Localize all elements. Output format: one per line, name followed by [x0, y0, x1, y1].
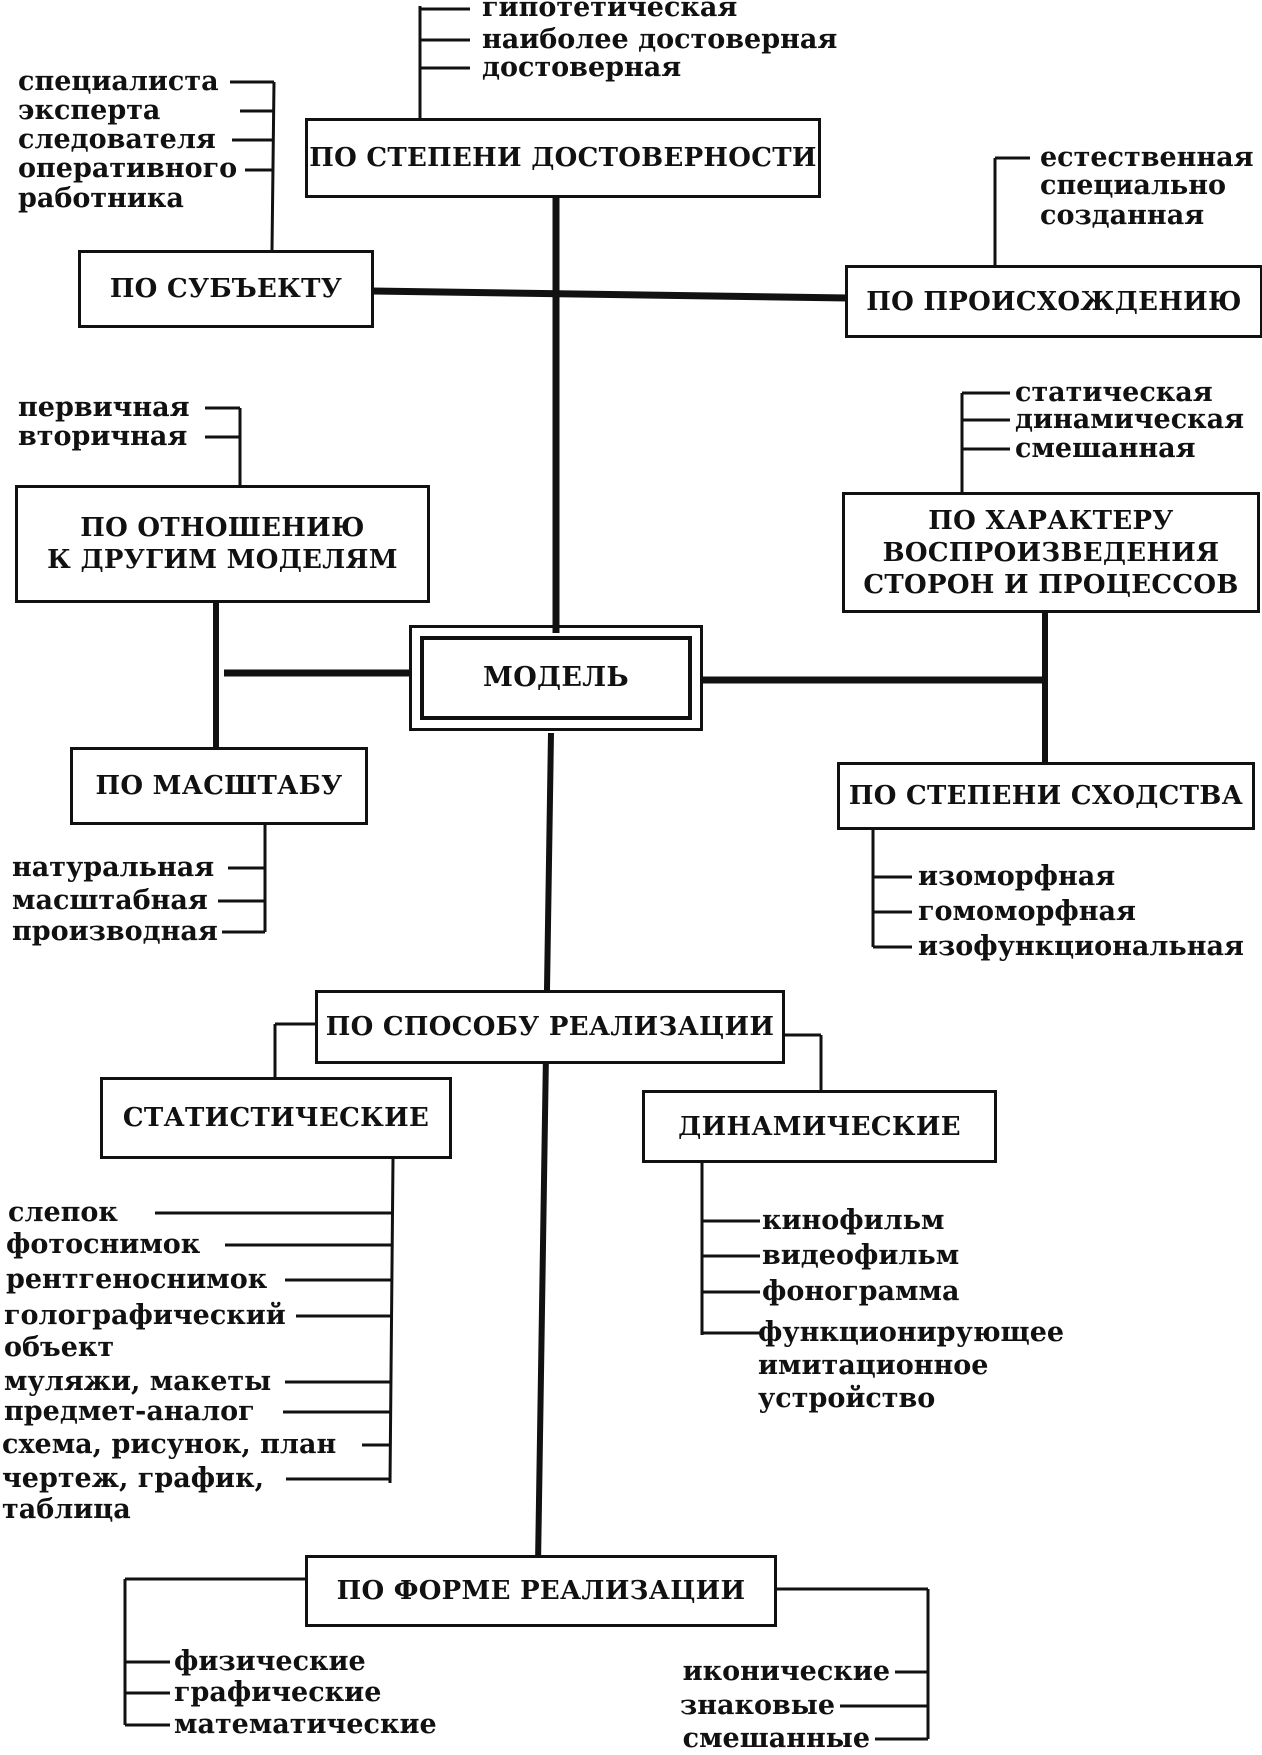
dynamic-box: ДИНАМИЧЕСКИЕ [642, 1090, 997, 1163]
static-item: схема, рисунок, план [2, 1429, 337, 1460]
reliability-item: наиболее достоверная [482, 24, 838, 55]
subject-item: работника [18, 183, 184, 214]
model-box: МОДЕЛЬ [409, 625, 703, 731]
similarity-title: ПО СТЕПЕНИ СХОДСТВА [848, 781, 1244, 811]
form-right-item: иконические [682, 1656, 890, 1687]
dynamic-item: устройство [758, 1383, 936, 1414]
reliability-box: ПО СТЕПЕНИ ДОСТОВЕРНОСТИ [305, 118, 821, 198]
subject-title: ПО СУБЪЕКТУ [109, 274, 343, 304]
subject-item: эксперта [18, 95, 161, 126]
static-item: чертеж, график, [2, 1463, 264, 1494]
reliability-title: ПО СТЕПЕНИ ДОСТОВЕРНОСТИ [309, 143, 817, 173]
subject-box: ПО СУБЪЕКТУ [78, 250, 374, 328]
dynamic-item: функционирующее [758, 1317, 1065, 1348]
scale-box: ПО МАСШТАБУ [70, 747, 368, 825]
similarity-box: ПО СТЕПЕНИ СХОДСТВА [837, 762, 1255, 830]
static-item: таблица [2, 1494, 131, 1525]
dynamic-item: фонограмма [762, 1276, 960, 1307]
origin-item: естественная [1040, 142, 1254, 173]
subject-item: специалиста [18, 66, 219, 97]
scale-item: производная [12, 916, 218, 947]
static-title: СТАТИСТИЧЕСКИЕ [122, 1103, 430, 1133]
static-box: СТАТИСТИЧЕСКИЕ [100, 1077, 452, 1159]
character-title-line-3: СТОРОН И ПРОЦЕССОВ [863, 569, 1239, 600]
static-item: фотоснимок [6, 1229, 201, 1260]
character-title-line-2: ВОСПРОИЗВЕДЕНИЯ [882, 537, 1220, 568]
character-item: смешанная [1015, 433, 1196, 464]
dynamic-item: имитационное [758, 1350, 989, 1381]
reliability-item: достоверная [482, 52, 682, 83]
static-item: предмет-аналог [4, 1396, 255, 1427]
dynamic-title: ДИНАМИЧЕСКИЕ [678, 1111, 961, 1142]
static-item: голографический [4, 1300, 286, 1331]
static-item: муляжи, макеты [4, 1366, 272, 1397]
method-box: ПО СПОСОБУ РЕАЛИЗАЦИИ [315, 990, 785, 1064]
form-left-item: графические [174, 1677, 382, 1708]
relation-title-line-1: ПО ОТНОШЕНИЮ [80, 513, 365, 543]
dynamic-item: видеофильм [762, 1240, 960, 1271]
subject-item: следователя [18, 124, 216, 155]
form-left-item: физические [174, 1646, 366, 1677]
similarity-item: изофункциональная [918, 931, 1244, 962]
origin-item: специально [1040, 170, 1226, 201]
dynamic-item: кинофильм [762, 1205, 945, 1236]
character-box: ПО ХАРАКТЕРУ ВОСПРОИЗВЕДЕНИЯ СТОРОН И ПР… [842, 492, 1260, 613]
character-title-line-1: ПО ХАРАКТЕРУ [928, 505, 1174, 536]
form-right-item: смешанные [682, 1723, 870, 1754]
character-item: статическая [1015, 377, 1213, 408]
form-title: ПО ФОРМЕ РЕАЛИЗАЦИИ [336, 1576, 746, 1606]
static-item: рентгеноснимок [6, 1264, 268, 1295]
similarity-item: изоморфная [918, 861, 1116, 892]
subject-item: оперативного [18, 153, 238, 184]
similarity-item: гомоморфная [918, 896, 1136, 927]
relation-title-line-2: К ДРУГИМ МОДЕЛЯМ [47, 545, 398, 575]
character-item: динамическая [1015, 404, 1245, 435]
reliability-item: гипотетическая [482, 0, 738, 23]
origin-box: ПО ПРОИСХОЖДЕНИЮ [845, 265, 1262, 338]
method-title: ПО СПОСОБУ РЕАЛИЗАЦИИ [325, 1012, 775, 1042]
origin-title: ПО ПРОИСХОЖДЕНИЮ [866, 286, 1242, 317]
static-item: объект [4, 1332, 115, 1363]
scale-item: масштабная [12, 885, 208, 916]
static-item: слепок [8, 1197, 118, 1228]
form-left-item: математические [174, 1709, 437, 1740]
form-box: ПО ФОРМЕ РЕАЛИЗАЦИИ [305, 1555, 777, 1627]
relation-box: ПО ОТНОШЕНИЮ К ДРУГИМ МОДЕЛЯМ [15, 485, 430, 603]
relation-item: первичная [18, 392, 190, 423]
origin-item: созданная [1040, 200, 1205, 231]
form-right-item: знаковые [680, 1690, 835, 1721]
model-title: МОДЕЛЬ [483, 662, 629, 693]
relation-item: вторичная [18, 421, 188, 452]
scale-title: ПО МАСШТАБУ [95, 771, 343, 801]
scale-item: натуральная [12, 852, 215, 883]
